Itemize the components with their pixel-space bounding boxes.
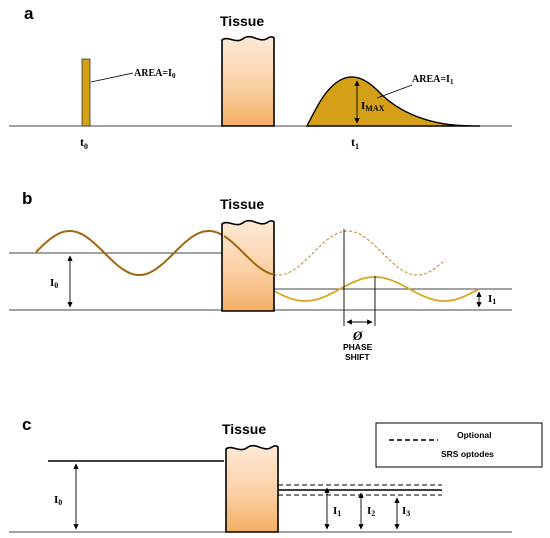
panel-a-letter: a	[24, 4, 34, 23]
panel-a-tissue-label: Tissue	[220, 13, 264, 29]
incident-pulse	[81, 58, 91, 127]
incident-area-label: AREA=I0	[134, 68, 176, 80]
panel-c: c Tissue Optional SRS optodes I0 I1 I2 I…	[9, 415, 543, 533]
incident-wave-over-tissue	[223, 235, 275, 276]
panel-c-i2-label: I2	[367, 505, 375, 518]
exit-wave	[273, 276, 479, 302]
incident-area-pointer	[90, 72, 134, 83]
panel-c-i3-label: I3	[402, 505, 410, 518]
panel-b-tissue-block	[221, 219, 275, 312]
reference-wave-dashed	[273, 230, 446, 276]
exit-pulse	[305, 76, 481, 127]
panel-c-letter: c	[22, 415, 31, 434]
legend-box	[375, 422, 543, 468]
panel-c-tissue-label: Tissue	[222, 421, 266, 437]
imax-label: IMAX	[361, 100, 385, 113]
panel-a: a Tissue AREA=I0 t0 IMAX AREA=I1 t1	[9, 4, 512, 151]
exit-area-pointer	[376, 84, 413, 99]
phase-symbol: Ø	[352, 328, 363, 343]
legend-title: Optional	[457, 430, 491, 440]
panel-c-i1-label: I1	[333, 505, 341, 518]
panel-b-i1-label: I1	[488, 293, 496, 306]
panel-b-letter: b	[22, 189, 32, 208]
legend-subtitle: SRS optodes	[441, 449, 494, 459]
incident-wave	[35, 230, 225, 276]
exit-area-label: AREA=I1	[412, 74, 454, 86]
t0-label: t0	[80, 135, 88, 151]
panel-c-i0-label: I0	[54, 494, 62, 507]
phase-shift-label-line1: PHASE	[343, 342, 373, 352]
panel-b: b Tissue I0 Ø PHASE SHIFT I1	[9, 189, 512, 362]
panel-b-tissue-label: Tissue	[220, 196, 264, 212]
t1-label: t1	[351, 135, 359, 151]
panel-c-tissue-block	[225, 444, 279, 533]
phase-shift-label-line2: SHIFT	[345, 352, 370, 362]
panel-b-i0-label: I0	[50, 277, 58, 290]
panel-a-tissue-block	[221, 35, 275, 127]
